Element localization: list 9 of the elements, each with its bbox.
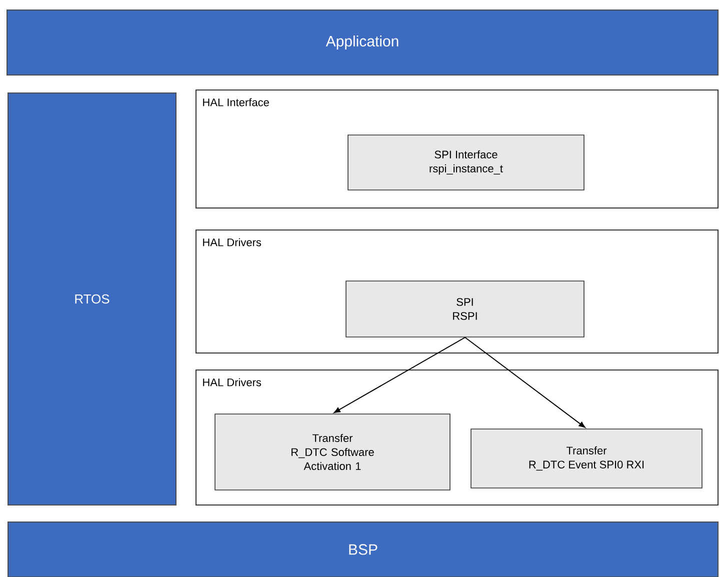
arrow	[464, 336, 586, 428]
layer-block: RTOS	[8, 92, 176, 506]
module-box: SPI RSPI	[346, 280, 584, 338]
arrow	[334, 336, 466, 414]
module-box: Transfer R_DTC Software Activation 1	[214, 414, 450, 490]
layer-block: Application	[6, 9, 718, 76]
layer-block: BSP	[8, 521, 718, 577]
module-box: Transfer R_DTC Event SPI0 RXI	[470, 428, 702, 488]
module-box: SPI Interface rspi_instance_t	[348, 134, 584, 190]
